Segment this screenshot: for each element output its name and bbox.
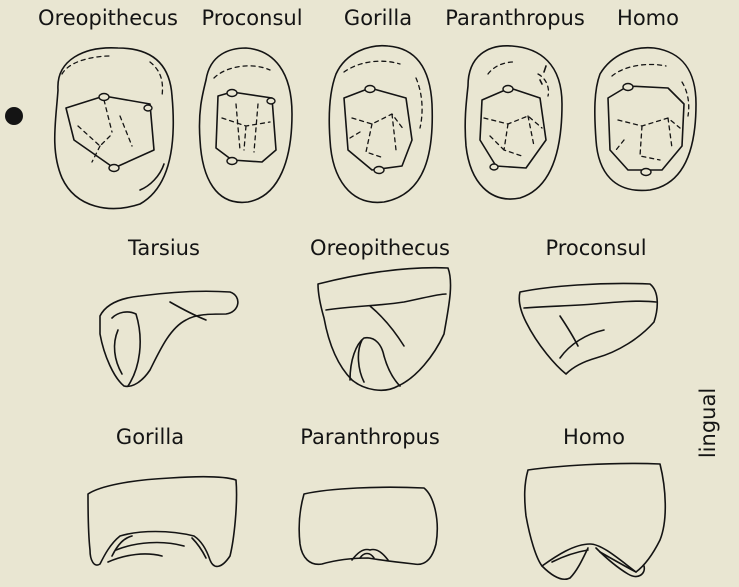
occlusal-gorilla xyxy=(329,46,432,203)
side-gorilla xyxy=(88,477,237,567)
side-tarsius xyxy=(100,291,238,386)
occlusal-proconsul xyxy=(199,48,292,202)
side-oreopithecus xyxy=(318,268,451,391)
orientation-dot xyxy=(5,107,23,125)
occlusal-homo xyxy=(595,48,696,191)
occlusal-oreopithecus xyxy=(55,48,174,209)
side-proconsul xyxy=(519,283,657,374)
side-paranthropus xyxy=(299,487,437,564)
side-homo xyxy=(525,463,666,579)
occlusal-paranthropus xyxy=(465,46,562,199)
